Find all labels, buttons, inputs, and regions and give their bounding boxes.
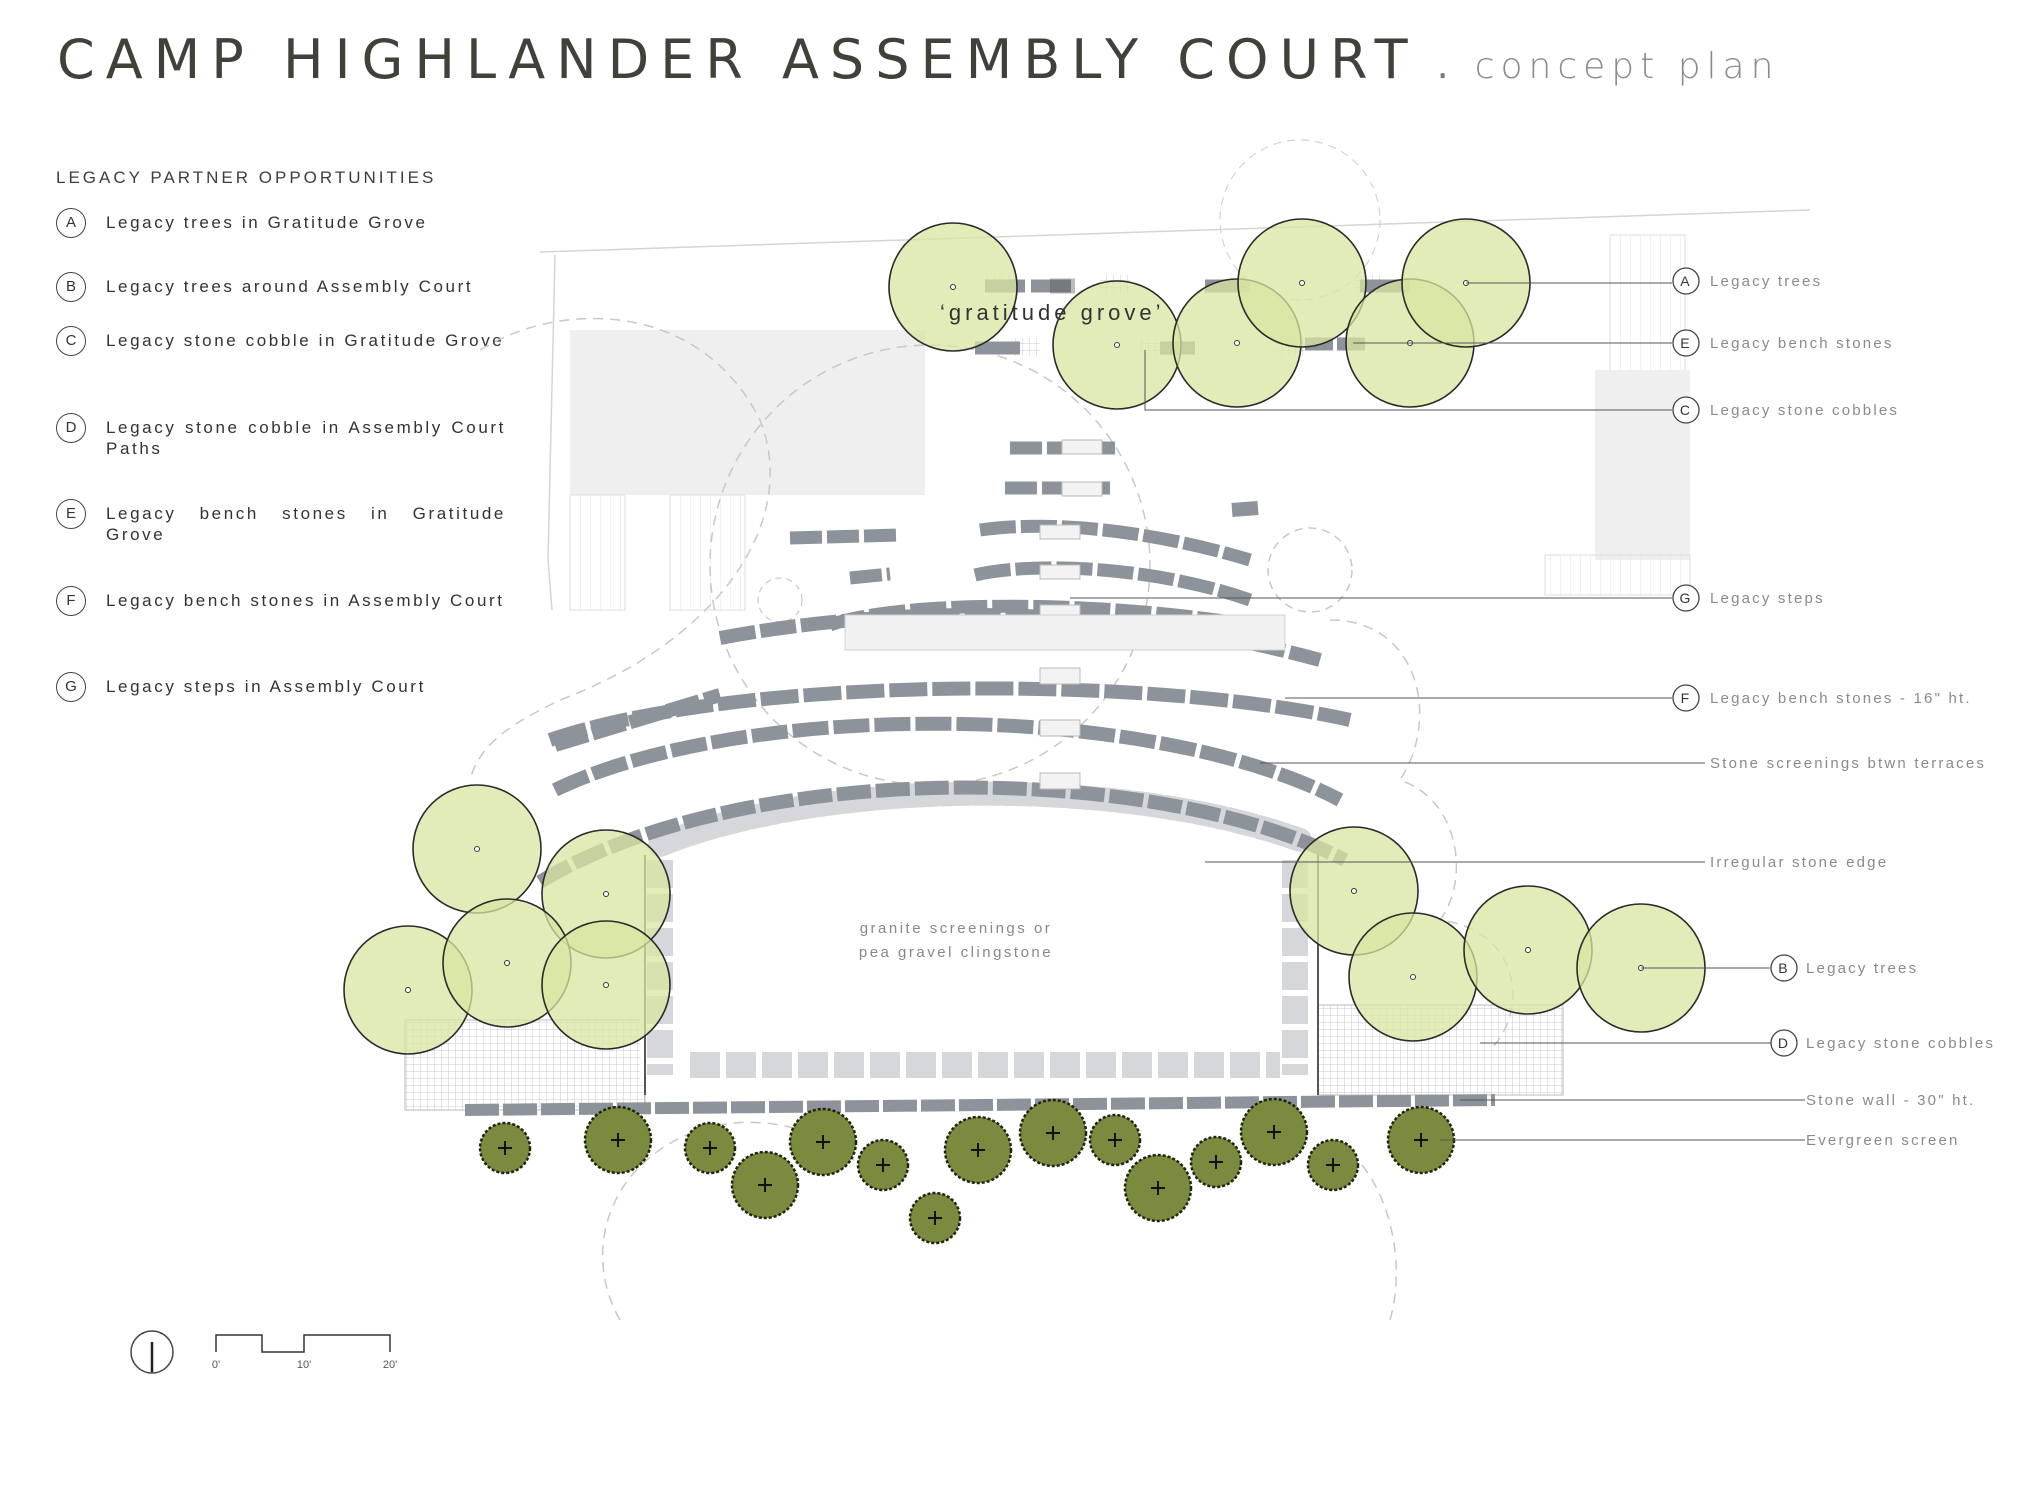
- callout-letter: B: [1778, 960, 1790, 976]
- callout-text: Legacy trees: [1806, 960, 1918, 977]
- legend-item-b: B Legacy trees around Assembly Court: [56, 272, 506, 330]
- scale-tick-label: 10': [297, 1359, 311, 1371]
- callouts: A Legacy trees E Legacy bench stones C L…: [1672, 267, 1995, 1149]
- callout-text: Legacy stone cobbles: [1710, 402, 1899, 419]
- legend-item-text: Legacy stone cobble in Assembly Court Pa…: [106, 418, 506, 458]
- callout-text: Stone screenings btwn terraces: [1710, 755, 1986, 772]
- legend-item-text: Legacy steps in Assembly Court: [106, 677, 426, 696]
- legend-letter-badge: G: [56, 672, 86, 702]
- page-title: CAMP HIGHLANDER ASSEMBLY COURT: [57, 28, 1419, 91]
- callout-text: Legacy bench stones: [1710, 335, 1894, 352]
- legend-panel: LEGACY PARTNER OPPORTUNITIES A Legacy tr…: [56, 168, 506, 716]
- callout-text: Legacy stone cobbles: [1806, 1035, 1995, 1052]
- site-context: [469, 139, 1811, 1321]
- tree-centers: [405, 280, 1644, 993]
- callout-text: Legacy steps: [1710, 590, 1825, 607]
- legend-title: LEGACY PARTNER OPPORTUNITIES: [56, 168, 437, 187]
- legend-item-a: A Legacy trees in Gratitude Grove: [56, 208, 506, 276]
- legend-item-f: F Legacy bench stones in Assembly Court: [56, 586, 506, 676]
- legend-letter-badge: B: [56, 272, 86, 302]
- legend-item-text: Legacy bench stones in Gratitude Grove: [106, 504, 506, 544]
- stone-wall: [464, 1094, 1496, 1116]
- legend-letter-badge: D: [56, 413, 86, 443]
- callout-letter: C: [1680, 402, 1692, 418]
- legend-item-text: Legacy bench stones in Assembly Court: [106, 591, 505, 610]
- callout-text: Legacy bench stones - 16" ht.: [1710, 690, 1972, 707]
- scale-bar: 0' 10' 20': [212, 1334, 397, 1371]
- callout-text: Legacy trees: [1710, 273, 1822, 290]
- legend-item-g: G Legacy steps in Assembly Court: [56, 672, 506, 716]
- scale-tick-label: 20': [383, 1359, 397, 1371]
- legend-item-text: Legacy stone cobble in Gratitude Grove: [106, 331, 505, 350]
- callout-letter: G: [1679, 590, 1692, 606]
- callout-letter: E: [1680, 335, 1692, 351]
- court-label-line1: granite screenings or: [860, 920, 1053, 937]
- legend-letter-badge: C: [56, 326, 86, 356]
- callout-letter: A: [1680, 273, 1692, 289]
- legend-letter-badge: A: [56, 208, 86, 238]
- callout-text: Stone wall - 30" ht.: [1806, 1092, 1975, 1109]
- callout-text: Irregular stone edge: [1710, 854, 1888, 871]
- callout-text: Evergreen screen: [1806, 1132, 1960, 1149]
- evergreen-centers: [498, 1125, 1428, 1225]
- legend-letter-badge: F: [56, 586, 86, 616]
- building-footprint: [1595, 370, 1690, 560]
- callout-letter: F: [1681, 690, 1692, 706]
- legacy-steps: [844, 439, 1286, 790]
- legend-item-text: Legacy trees around Assembly Court: [106, 277, 474, 296]
- legend-letter-badge: E: [56, 499, 86, 529]
- page-subtitle: concept plan: [1474, 46, 1780, 87]
- callout-letter: D: [1778, 1035, 1790, 1051]
- building-footprint: [570, 330, 925, 495]
- scale-tick-label: 0': [212, 1359, 220, 1371]
- evergreen-screen: [478, 1097, 1456, 1245]
- title-separator: .: [1436, 43, 1449, 87]
- grove-label: ‘gratitude grove’: [940, 300, 1165, 325]
- legend-item-text: Legacy trees in Gratitude Grove: [106, 213, 428, 232]
- court-label-line2: pea gravel clingstone: [859, 944, 1053, 961]
- callout-leaders: [1070, 282, 1805, 1141]
- title-block: CAMP HIGHLANDER ASSEMBLY COURT. concept p…: [57, 28, 1779, 91]
- legend-item-c: C Legacy stone cobble in Gratitude Grove: [56, 326, 506, 417]
- legend-item-e: E Legacy bench stones in Gratitude Grove: [56, 499, 506, 590]
- north-arrow: [130, 1330, 174, 1374]
- legend-item-d: D Legacy stone cobble in Assembly Court …: [56, 413, 506, 503]
